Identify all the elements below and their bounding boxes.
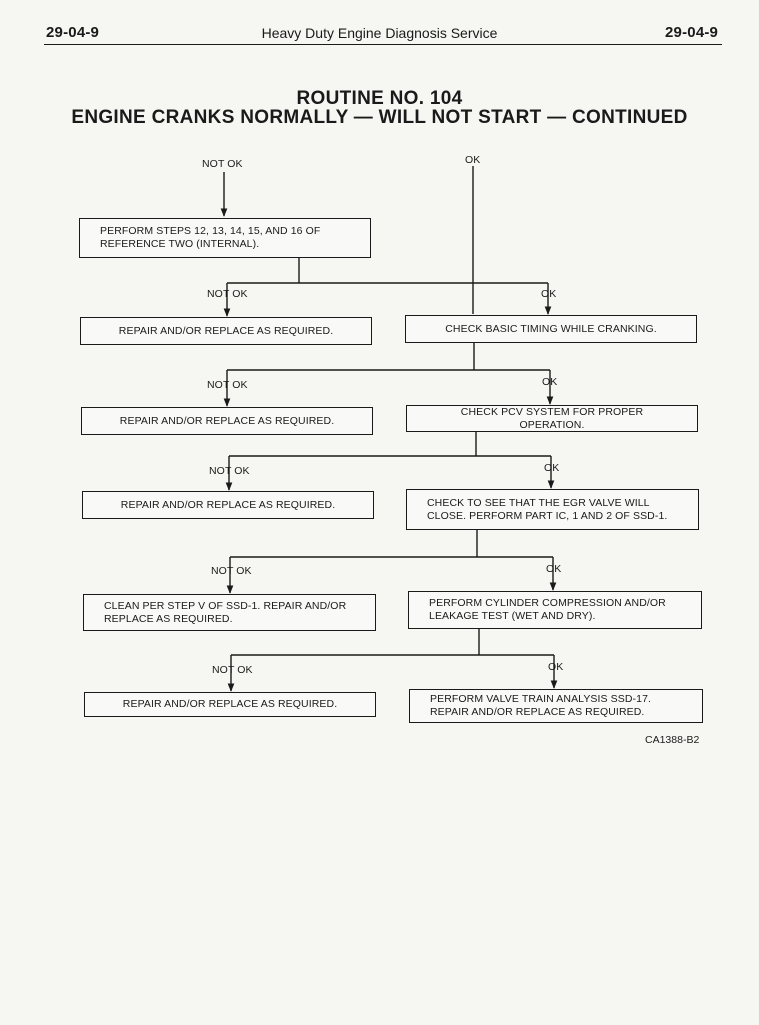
figure-reference: CA1388-B2 (645, 734, 700, 746)
box-repair-1: REPAIR AND/OR REPLACE AS REQUIRED. (80, 317, 372, 345)
box-clean-per-step-v: CLEAN PER STEP V OF SSD-1. REPAIR AND/OR… (83, 594, 376, 631)
running-header-title: Heavy Duty Engine Diagnosis Service (261, 25, 498, 41)
label-not-ok-4: NOT OK (211, 565, 252, 577)
label-not-ok-1: NOT OK (207, 288, 248, 300)
header-rule (44, 44, 722, 45)
routine-title: ENGINE CRANKS NORMALLY — WILL NOT START … (71, 107, 688, 128)
box-repair-5: REPAIR AND/OR REPLACE AS REQUIRED. (84, 692, 376, 717)
label-ok-4: OK (546, 563, 562, 575)
box-valve-train-line2: REPAIR AND/OR REPLACE AS REQUIRED. (430, 706, 645, 718)
box-check-egr-valve: CHECK TO SEE THAT THE EGR VALVE WILL CLO… (406, 489, 699, 530)
label-ok-1: OK (541, 288, 557, 300)
routine-number: ROUTINE NO. 104 (296, 88, 463, 109)
box-check-basic-timing: CHECK BASIC TIMING WHILE CRANKING. (405, 315, 697, 343)
box-cylinder-line2: LEAKAGE TEST (WET AND DRY). (429, 610, 596, 622)
page-number-right: 29-04-9 (665, 24, 719, 41)
box-perform-steps-line1: PERFORM STEPS 12, 13, 14, 15, AND 16 OF (100, 225, 321, 237)
box-valve-train-analysis: PERFORM VALVE TRAIN ANALYSIS SSD-17. REP… (409, 689, 703, 723)
label-not-ok-3: NOT OK (209, 465, 250, 477)
label-not-ok-5: NOT OK (212, 664, 253, 676)
page-number-left: 29-04-9 (46, 24, 100, 41)
box-check-pcv: CHECK PCV SYSTEM FOR PROPER OPERATION. (406, 405, 698, 432)
box-repair-3: REPAIR AND/OR REPLACE AS REQUIRED. (82, 491, 374, 519)
box-perform-steps: PERFORM STEPS 12, 13, 14, 15, AND 16 OF … (79, 218, 371, 258)
box-cylinder-line1: PERFORM CYLINDER COMPRESSION AND/OR (429, 597, 666, 609)
label-not-ok-0: NOT OK (202, 158, 243, 170)
box-valve-train-line1: PERFORM VALVE TRAIN ANALYSIS SSD-17. (430, 693, 652, 705)
box-cylinder-compression: PERFORM CYLINDER COMPRESSION AND/OR LEAK… (408, 591, 702, 629)
box-perform-steps-line2: REFERENCE TWO (INTERNAL). (100, 238, 260, 250)
box-check-egr-valve-line1: CHECK TO SEE THAT THE EGR VALVE WILL (427, 496, 650, 509)
label-ok-3: OK (544, 462, 560, 474)
box-clean-line1: CLEAN PER STEP V OF SSD-1. REPAIR AND/OR (104, 599, 347, 612)
label-ok-2: OK (542, 376, 558, 388)
label-ok-0: OK (465, 154, 481, 166)
box-check-egr-valve-line2: CLOSE. PERFORM PART IC, 1 AND 2 OF SSD-1… (427, 509, 668, 522)
box-repair-2: REPAIR AND/OR REPLACE AS REQUIRED. (81, 407, 373, 435)
box-clean-line2: REPLACE AS REQUIRED. (104, 612, 233, 625)
label-not-ok-2: NOT OK (207, 379, 248, 391)
label-ok-5: OK (548, 661, 564, 673)
